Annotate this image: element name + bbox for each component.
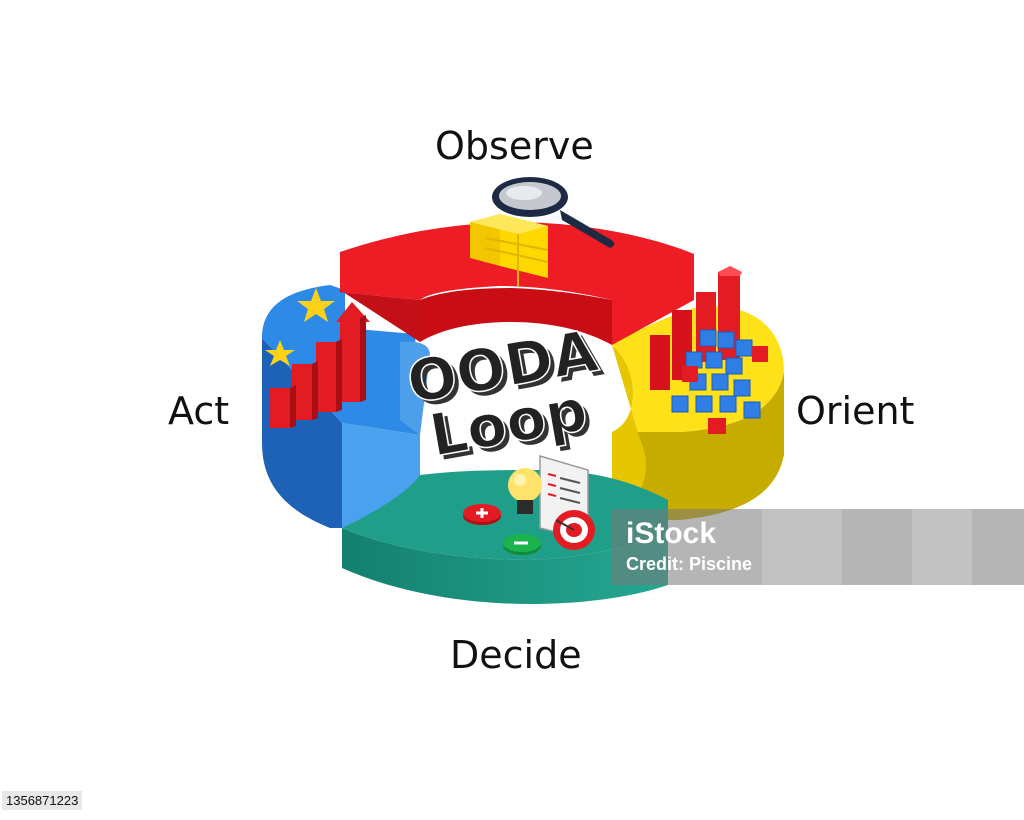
center-title: OODA OODA Loop Loop <box>401 316 607 474</box>
act-segment <box>262 285 430 528</box>
decide-label: Decide <box>450 633 582 677</box>
watermark-credit: Credit: Piscine <box>626 554 753 574</box>
orient-label: Orient <box>796 389 915 433</box>
lightbulb-checklist-target-icon <box>463 455 595 555</box>
watermark-stripe <box>912 509 972 585</box>
watermark-stripe <box>762 509 842 585</box>
watermark-brand: iStock <box>626 517 717 550</box>
act-label: Act <box>168 389 230 433</box>
rising-bar-chart-with-stars-icon <box>265 288 370 428</box>
watermark-banner: iStock Credit: Piscine <box>612 509 1024 585</box>
magnifying-glass-over-cubes-icon <box>470 177 615 286</box>
bar-chart-with-cube-cluster-icon <box>650 266 768 434</box>
observe-label: Observe <box>435 124 594 168</box>
image-id-tag: 1356871223 <box>2 791 83 810</box>
